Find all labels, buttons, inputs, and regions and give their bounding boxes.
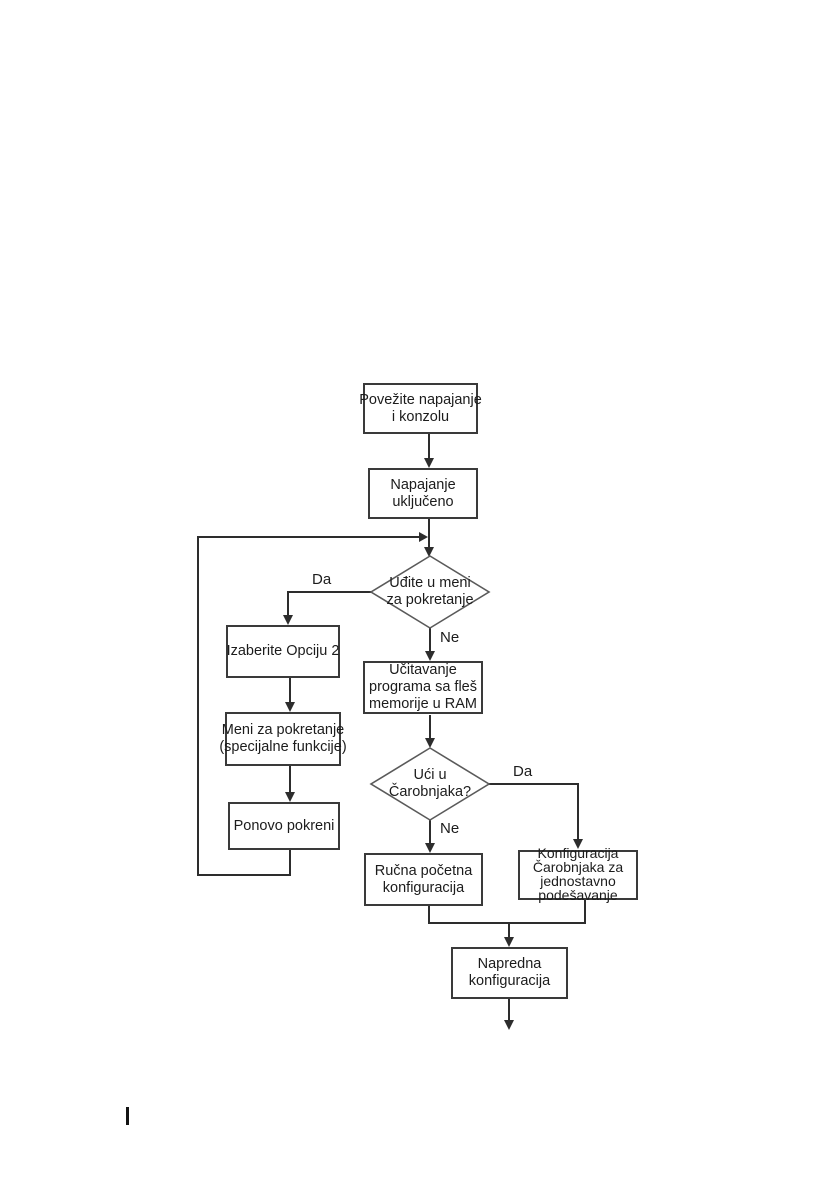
- node-manual-initial-config: Ručna početna konfiguracija: [364, 853, 483, 906]
- decision-wizard-label: Ući u Čarobnjaka?: [388, 767, 472, 800]
- node-power-on: Napajanje uključeno: [368, 468, 478, 519]
- node-select-option2: Izaberite Opciju 2: [226, 625, 340, 678]
- arrowhead-bootmenu-no: [425, 651, 435, 661]
- node-label: Učitavanje programa sa fleš memorije u R…: [369, 662, 477, 712]
- edge-label-boot-yes: Da: [312, 571, 332, 588]
- arrowhead-bootmenu-yes: [283, 615, 293, 625]
- node-label: Napredna konfiguracija: [468, 956, 551, 989]
- edge-wizard-yes: [489, 783, 579, 840]
- arrowhead-special-to-restart: [285, 792, 295, 802]
- arrowhead-loadflash-to-wizard: [425, 738, 435, 748]
- decision-boot-menu-shape: [369, 555, 491, 629]
- node-boot-menu-special: Meni za pokretanje (specijalne funkcije): [219, 712, 347, 766]
- arrowhead-option2-to-special: [285, 702, 295, 712]
- edge-label-boot-no: Ne: [440, 629, 460, 646]
- node-restart: Ponovo pokreni: [228, 802, 340, 850]
- node-label: Meni za pokretanje (specijalne funkcije): [219, 722, 347, 755]
- arrowhead-restart-feedback-loop: [419, 532, 428, 542]
- edge-bootmenu-yes: [287, 591, 371, 616]
- node-load-flash-to-ram: Učitavanje programa sa fleš memorije u R…: [363, 661, 483, 714]
- decision-boot-menu-label: Uđite u meni za pokretanje: [386, 575, 474, 608]
- arrowhead-connect-to-poweron: [424, 458, 434, 468]
- page-footer-mark: [126, 1107, 129, 1125]
- node-label: Ručna početna konfiguracija: [374, 862, 473, 896]
- arrowhead-wizard-yes: [573, 839, 583, 849]
- decision-wizard-shape: [369, 747, 491, 821]
- node-label: Konfiguracija Čarobnjaka za jednostavno …: [532, 845, 624, 903]
- node-label: Napajanje uključeno: [390, 476, 456, 510]
- node-label: Povežite napajanje i konzolu: [359, 391, 482, 425]
- arrowhead-merge-to-advanced: [504, 937, 514, 947]
- arrowhead-wizard-no: [425, 843, 435, 853]
- arrowhead-poweron-to-bootmenu: [424, 547, 434, 557]
- edge-restart-feedback-loop: [197, 536, 419, 876]
- node-advanced-config: Napredna konfiguracija: [451, 947, 568, 999]
- node-connect-power-console: Povežite napajanje i konzolu: [359, 383, 482, 434]
- node-wizard-config: Konfiguracija Čarobnjaka za jednostavno …: [518, 846, 638, 902]
- node-label: Izaberite Opciju 2: [226, 643, 340, 659]
- arrowhead-advanced-to-end: [504, 1020, 514, 1030]
- edge-label-wizard-yes: Da: [513, 763, 533, 780]
- edge-label-wizard-no: Ne: [440, 820, 460, 837]
- edge-merge-configs: [428, 900, 586, 924]
- node-label: Ponovo pokreni: [233, 817, 335, 834]
